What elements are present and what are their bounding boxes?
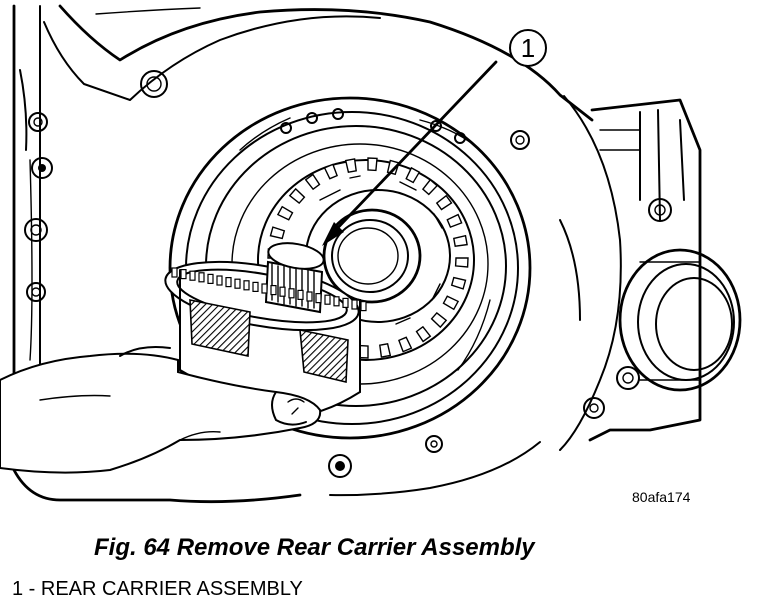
carrier-tooth <box>351 299 358 310</box>
clutch-tooth <box>442 295 460 311</box>
callout-number: 1 <box>521 33 535 63</box>
carrier-tooth <box>198 272 205 283</box>
clutch-tooth <box>430 311 448 329</box>
clutch-tooth <box>452 234 468 247</box>
legend-item: 1 - REAR CARRIER ASSEMBLY <box>12 578 303 600</box>
carrier-tooth <box>288 288 295 299</box>
carrier-tooth <box>216 275 223 286</box>
carrier-tooth <box>207 273 214 284</box>
carrier-tooth <box>252 281 259 292</box>
carrier-tooth <box>189 270 196 281</box>
clutch-tooth <box>323 163 338 180</box>
callout-1: 1 <box>322 29 547 246</box>
carrier-tooth <box>225 277 232 288</box>
carrier-tooth <box>234 278 241 289</box>
carrier-tooth <box>279 286 286 297</box>
clutch-tooth <box>454 257 469 268</box>
clutch-tooth <box>288 187 306 205</box>
case-bolt-holes <box>24 70 672 478</box>
carrier-tooth <box>360 301 367 312</box>
output-bore <box>618 248 742 392</box>
clutch-tooth <box>379 342 392 358</box>
clutch-tooth <box>344 158 357 174</box>
carrier-tooth <box>243 280 250 291</box>
clutch-tooth <box>304 173 321 191</box>
hub-center <box>305 175 451 325</box>
carrier-tooth <box>261 283 268 294</box>
figure-caption: Fig. 64 Remove Rear Carrier Assembly <box>94 534 535 561</box>
clutch-tooth <box>446 213 463 228</box>
clutch-tooth <box>276 205 294 221</box>
clutch-tooth <box>415 325 432 343</box>
clutch-tooth <box>269 226 286 240</box>
carrier-tooth <box>306 291 313 302</box>
carrier-tooth <box>315 293 322 304</box>
clutch-tooth <box>435 194 453 211</box>
clutch-housing <box>168 96 532 440</box>
image-code: 80afa174 <box>632 489 691 505</box>
carrier-tooth <box>180 269 187 280</box>
carrier-tooth <box>270 285 277 296</box>
carrier-tooth <box>333 296 340 307</box>
clutch-tooth <box>398 336 413 353</box>
carrier-tooth <box>297 289 304 300</box>
clutch-tooth <box>367 157 378 172</box>
clutch-tooth <box>450 276 467 290</box>
clutch-tooth <box>421 178 439 196</box>
carrier-tooth <box>171 267 178 278</box>
carrier-tooth <box>342 297 349 308</box>
clutch-tooth <box>405 166 421 184</box>
hand <box>0 346 322 474</box>
carrier-tooth <box>324 294 331 305</box>
